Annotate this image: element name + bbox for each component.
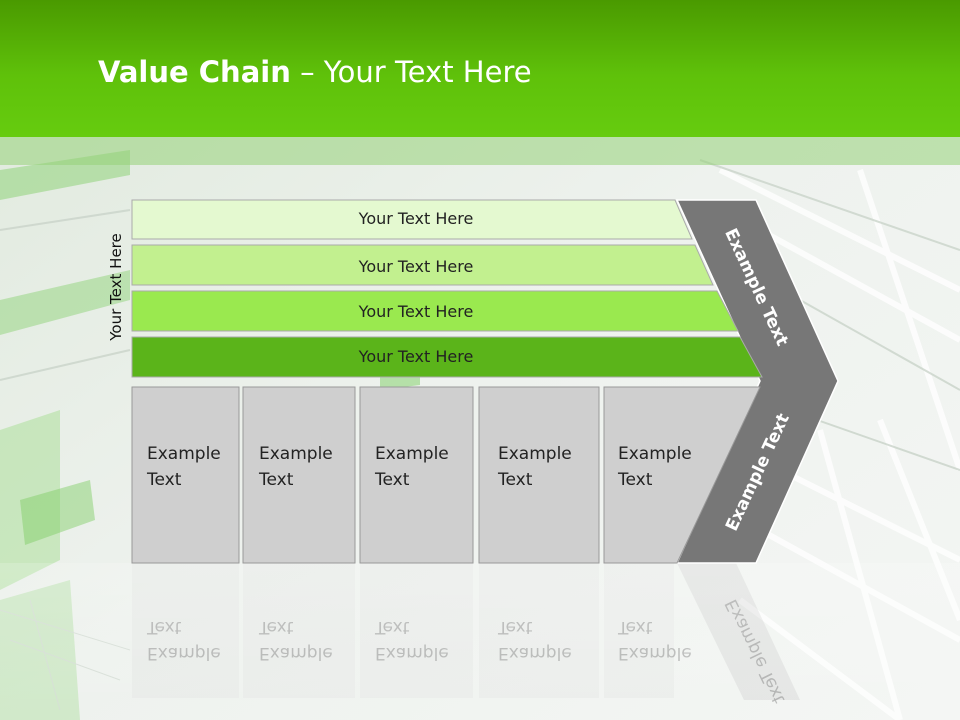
page-title: Value Chain – Your Text Here	[98, 55, 532, 89]
cell-text-2b: Text	[258, 470, 294, 490]
activity-cell-5	[603, 386, 761, 564]
cell-text-1b: Text	[146, 470, 182, 490]
header-bar	[0, 0, 960, 137]
cells-group: Example Text Example Text Example Text E…	[131, 386, 761, 564]
activity-cell-4	[478, 386, 600, 564]
cell-text-3a: Example	[375, 444, 449, 464]
header-band	[0, 137, 960, 165]
cell-text-4a: Example	[498, 444, 572, 464]
bar-2	[131, 244, 714, 286]
bars-group: Your Text Here Your Text Here Your Text …	[131, 199, 763, 378]
chevron-arrow	[675, 199, 839, 564]
cell-text-3b: Text	[374, 470, 410, 490]
activity-cell-2	[242, 386, 356, 564]
cell-text-5a: Example	[618, 444, 692, 464]
cell-text-4b: Text	[497, 470, 533, 490]
activity-cell-1	[131, 386, 240, 564]
bar-label-2: Your Text Here	[358, 257, 474, 276]
bar-3	[131, 290, 739, 332]
activity-cell-3	[359, 386, 474, 564]
bar-label-1: Your Text Here	[358, 209, 474, 228]
title-bold: Value Chain	[98, 55, 291, 89]
bar-4	[131, 336, 763, 378]
bar-label-4: Your Text Here	[358, 347, 474, 366]
cell-text-1a: Example	[147, 444, 221, 464]
reflection-fade	[0, 563, 960, 720]
bar-label-3: Your Text Here	[358, 302, 474, 321]
cell-text-2a: Example	[259, 444, 333, 464]
cell-text-5b: Text	[617, 470, 653, 490]
title-rest: – Your Text Here	[290, 55, 532, 89]
bar-1	[131, 199, 693, 240]
